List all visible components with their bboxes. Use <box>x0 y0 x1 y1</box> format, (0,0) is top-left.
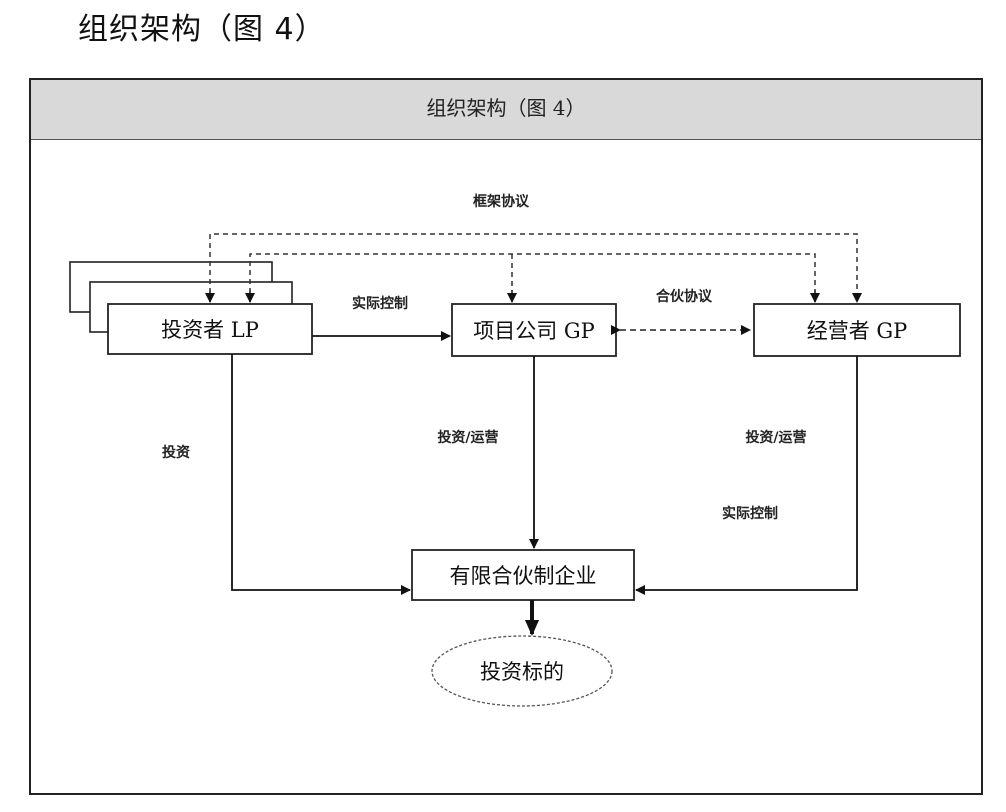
edge-operator-gp-to-partnership <box>635 356 858 595</box>
framework-agreement-lines <box>209 233 862 303</box>
label-partnership-agreement: 合伙协议 <box>656 288 713 305</box>
node-target-label: 投资标的 <box>480 660 564 684</box>
node-partnership-box <box>411 549 635 601</box>
label-invest-operate-project: 投资/运营 <box>437 429 498 446</box>
label-framework-agreement: 框架协议 <box>473 193 530 210</box>
framework-arrowheads <box>205 290 820 303</box>
page-title: 组织架构（图 4） <box>78 12 326 47</box>
label-actual-control-operator: 实际控制 <box>722 505 778 522</box>
label-invest: 投资 <box>162 444 190 461</box>
node-operator-gp-label: 经营者 GP <box>807 319 908 343</box>
node-target-ellipse <box>431 635 613 707</box>
node-lp-box <box>107 303 313 355</box>
label-actual-control-lp: 实际控制 <box>352 295 408 312</box>
figure-header: 组织架构（图 4） <box>31 80 981 140</box>
label-invest-operate-operator: 投资/运营 <box>745 429 806 446</box>
node-project-gp-label: 项目公司 GP <box>473 319 595 343</box>
node-operator-gp-box <box>753 303 961 357</box>
node-project-gp-box <box>451 303 617 357</box>
node-lp-label: 投资者 LP <box>161 318 259 342</box>
node-partnership-label: 有限合伙制企业 <box>450 564 597 588</box>
edge-lp-to-partnership <box>231 354 411 595</box>
figure-frame: 组织架构（图 4） <box>29 78 983 795</box>
